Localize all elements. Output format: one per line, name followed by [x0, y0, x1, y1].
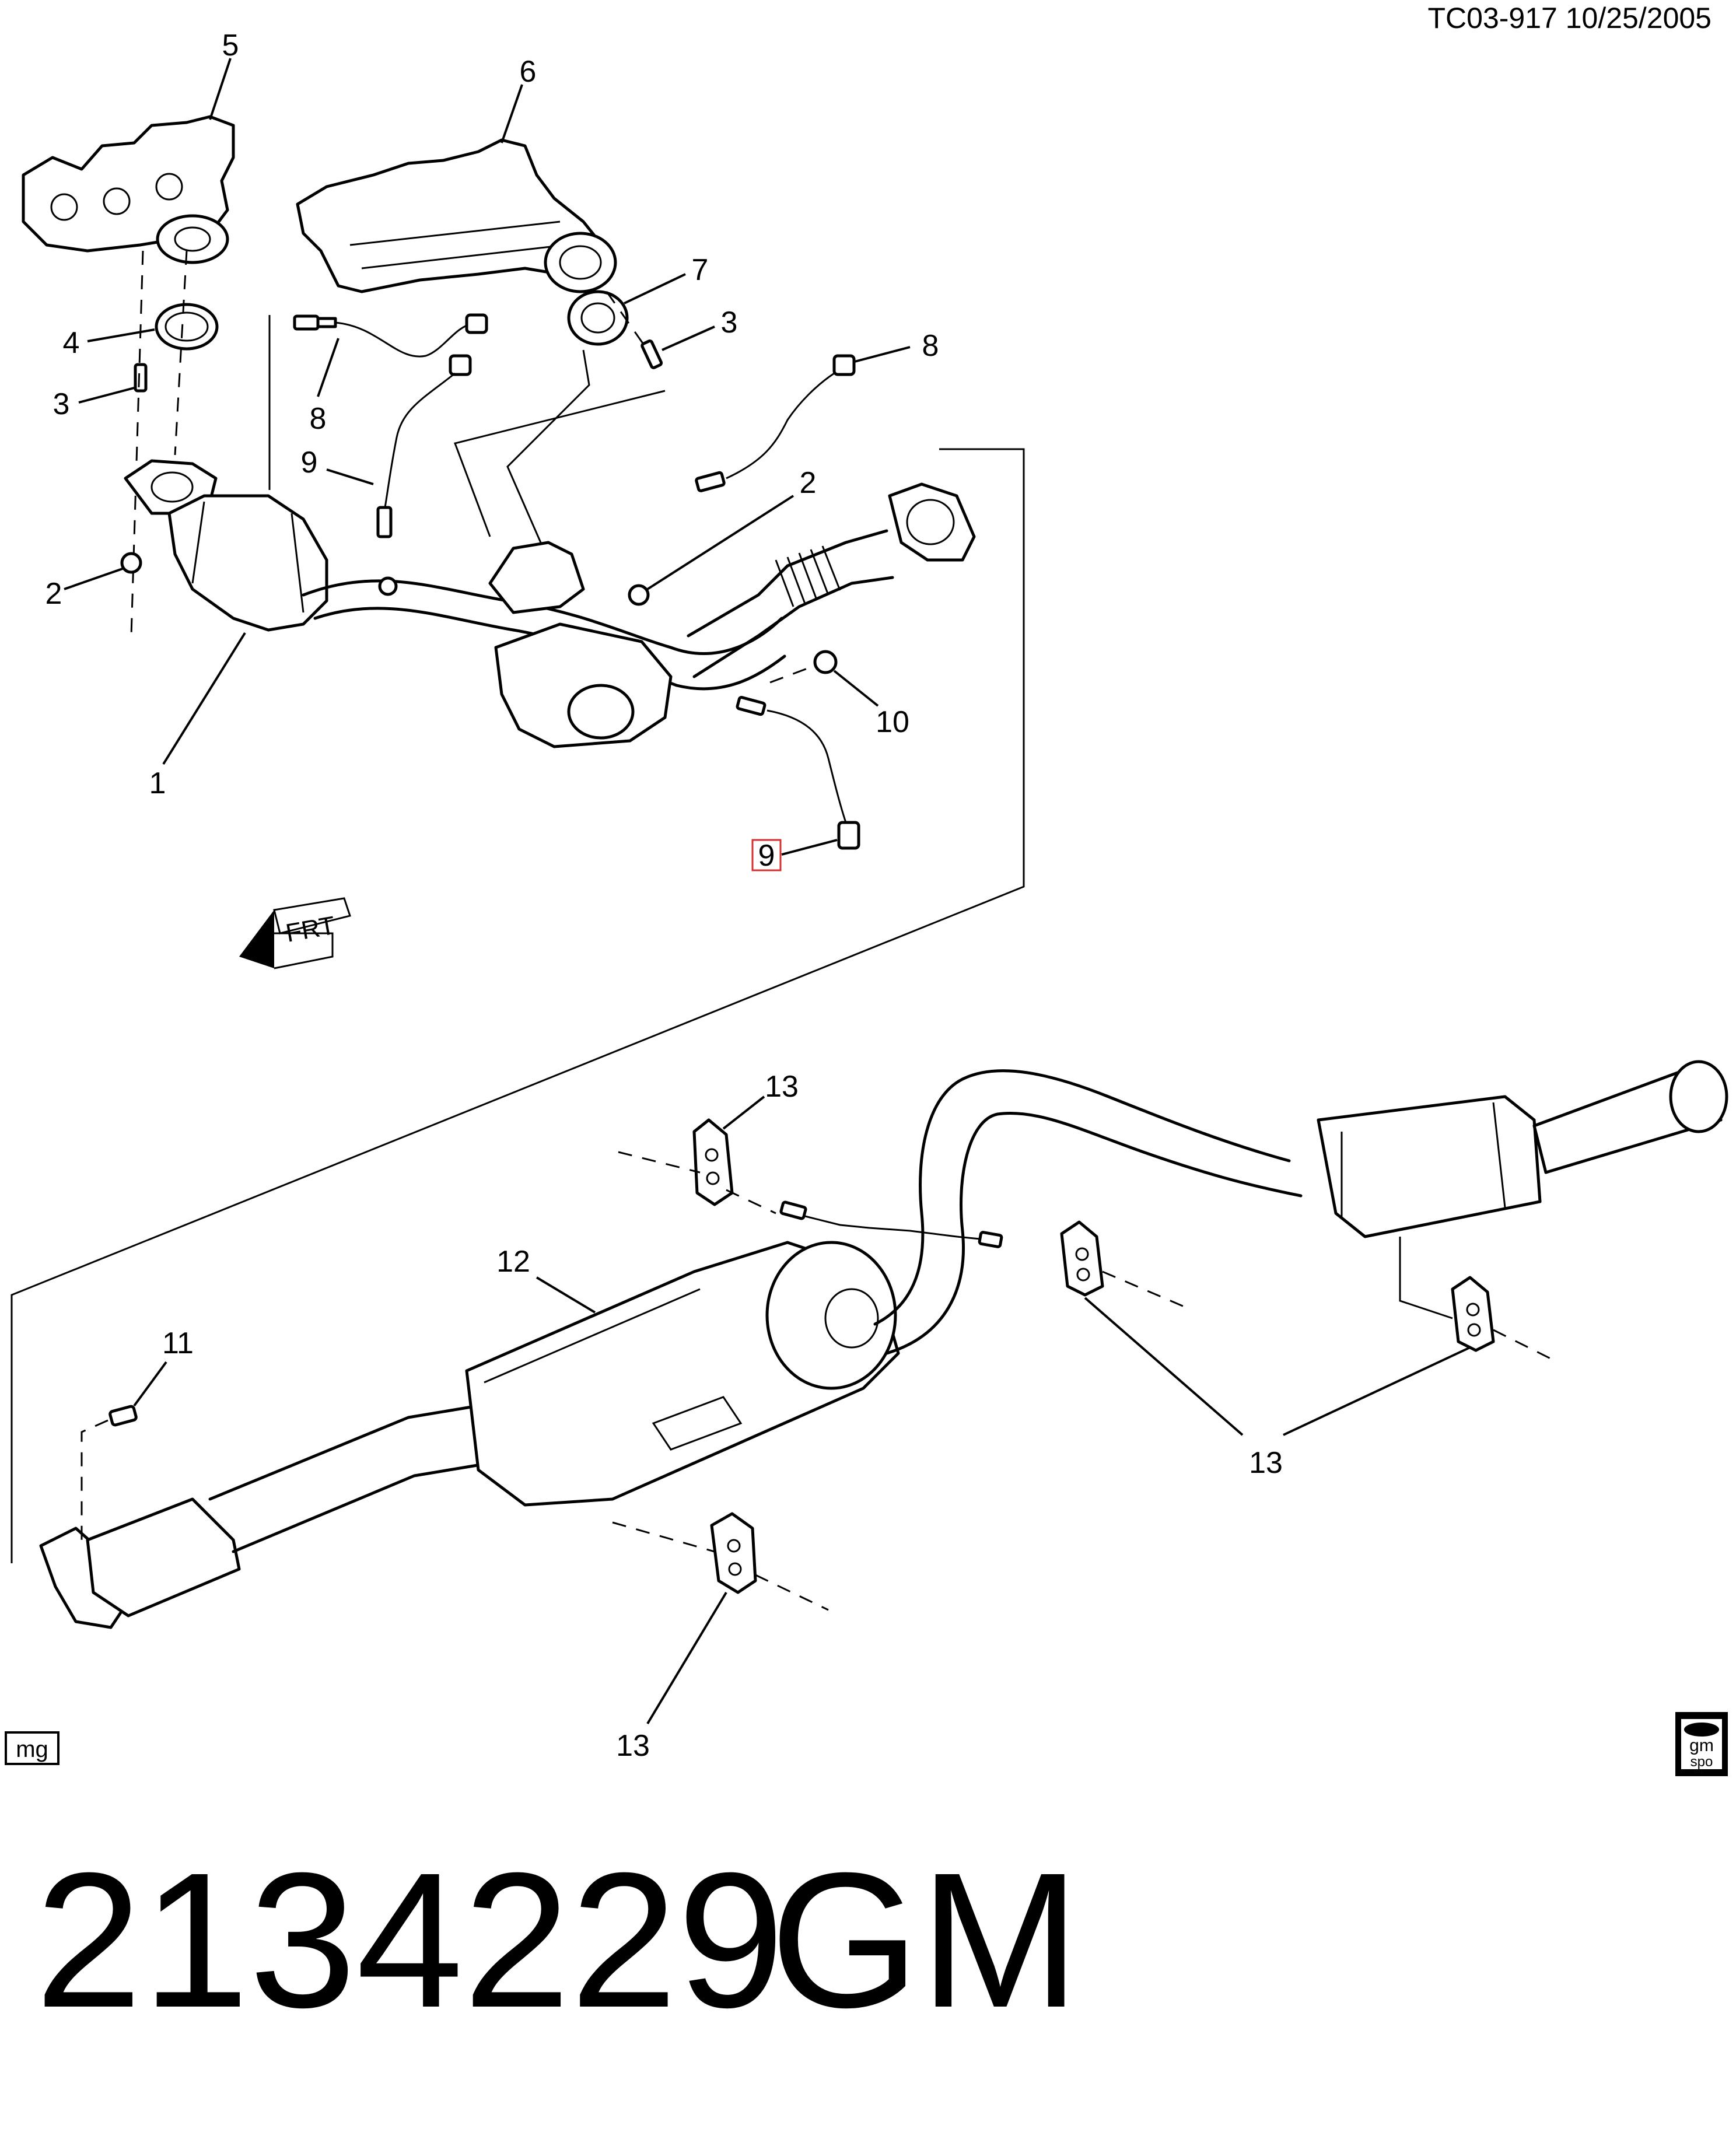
callout-1: 1 [149, 766, 166, 800]
tailpipe-tip [1532, 1060, 1728, 1174]
tailpipe-lower [885, 1111, 1303, 1355]
outlet-pipe-lower [692, 576, 894, 678]
alignment-frame-right [454, 390, 666, 537]
callout-8-right: 8 [922, 329, 939, 363]
alignment-line-right [606, 291, 649, 351]
intermediate-pipe-lower [232, 1462, 486, 1553]
upper-frame-right [10, 448, 1025, 1563]
part-number: 2134229 [35, 1832, 785, 2047]
right-manifold-gasket [567, 290, 629, 346]
alignment-line-left-2 [130, 250, 144, 636]
rear-muffler [1317, 1095, 1542, 1238]
front-direction-marker: FRT [239, 897, 351, 969]
callout-8-left: 8 [310, 402, 327, 436]
hanger-alignment-lower-2 [755, 1574, 829, 1611]
callout-11: 11 [162, 1326, 194, 1360]
callout-2-left: 2 [46, 577, 62, 611]
oxygen-sensor-right-upstream [695, 354, 856, 492]
hanger-upper-left [692, 1118, 734, 1206]
sensor-wire-muffler [779, 1200, 1003, 1248]
oxygen-sensor-right-downstream [736, 696, 860, 850]
front-marker-text: FRT [284, 911, 337, 948]
nut-alignment [769, 664, 817, 684]
callout-3-left: 3 [53, 387, 70, 421]
callout-5: 5 [222, 29, 239, 62]
nut-center [628, 584, 650, 606]
outlet-flange [888, 482, 976, 562]
flex-pipe-section [775, 545, 841, 607]
tailpipe-upper [873, 1069, 1291, 1326]
hanger-alignment-top-2 [726, 1189, 776, 1214]
intermediate-pipe-upper [208, 1404, 480, 1501]
callout-9-left: 9 [301, 446, 318, 479]
diagram-reference: TC03-917 10/25/2005 [1428, 2, 1712, 34]
brand-label: GM [770, 1832, 1080, 2047]
hanger-middle [1060, 1220, 1104, 1297]
callout-10: 10 [876, 705, 909, 739]
callout-6: 6 [520, 55, 537, 89]
left-exhaust-manifold [22, 115, 235, 264]
gm-spo-badge: gm spo [1675, 1712, 1728, 1776]
oxygen-sensor-left-upstream [293, 313, 488, 358]
resonator [86, 1497, 241, 1618]
callout-3-right: 3 [721, 306, 738, 339]
mg-badge: mg [5, 1731, 60, 1765]
outlet-pipe-upper [687, 529, 888, 638]
flange-nut [813, 650, 838, 674]
callout-9-highlight-box [751, 839, 782, 871]
hanger-rear [1451, 1276, 1495, 1352]
hanger-alignment-top [618, 1151, 701, 1174]
alignment-line-left [174, 250, 188, 456]
callout-12: 12 [496, 1245, 530, 1279]
stud-right [640, 339, 663, 369]
mg-badge-text: mg [16, 1737, 48, 1762]
hanger-alignment-lower [612, 1521, 715, 1553]
callout-13-top: 13 [765, 1070, 799, 1104]
hanger-rear-bracket [1399, 1237, 1453, 1319]
right-exhaust-manifold [296, 138, 617, 293]
flange-bolt [108, 1405, 138, 1427]
callout-13-right: 13 [1249, 1446, 1283, 1480]
stud-left [134, 363, 148, 393]
right-catalytic-converter [488, 541, 673, 748]
callout-9-right: 9 [758, 839, 775, 873]
left-manifold-gasket [155, 303, 219, 351]
hanger-lower [710, 1512, 757, 1594]
bolt-alignment [80, 1419, 108, 1540]
left-catalytic-converter [124, 459, 328, 632]
nut-left [120, 552, 142, 574]
callout-4: 4 [63, 326, 80, 360]
gm-badge-text: gm [1689, 1736, 1714, 1755]
alignment-frame-right-2 [506, 349, 590, 561]
muffler [465, 1241, 900, 1507]
callout-7: 7 [692, 253, 709, 287]
hanger-alignment-mid [1102, 1270, 1185, 1308]
callout-13-bottom: 13 [616, 1729, 650, 1763]
callout-2-right: 2 [800, 466, 817, 500]
oxygen-sensor-left-downstream [376, 354, 472, 596]
hanger-alignment-rear [1493, 1329, 1552, 1360]
spo-badge-text: spo [1690, 1754, 1713, 1770]
